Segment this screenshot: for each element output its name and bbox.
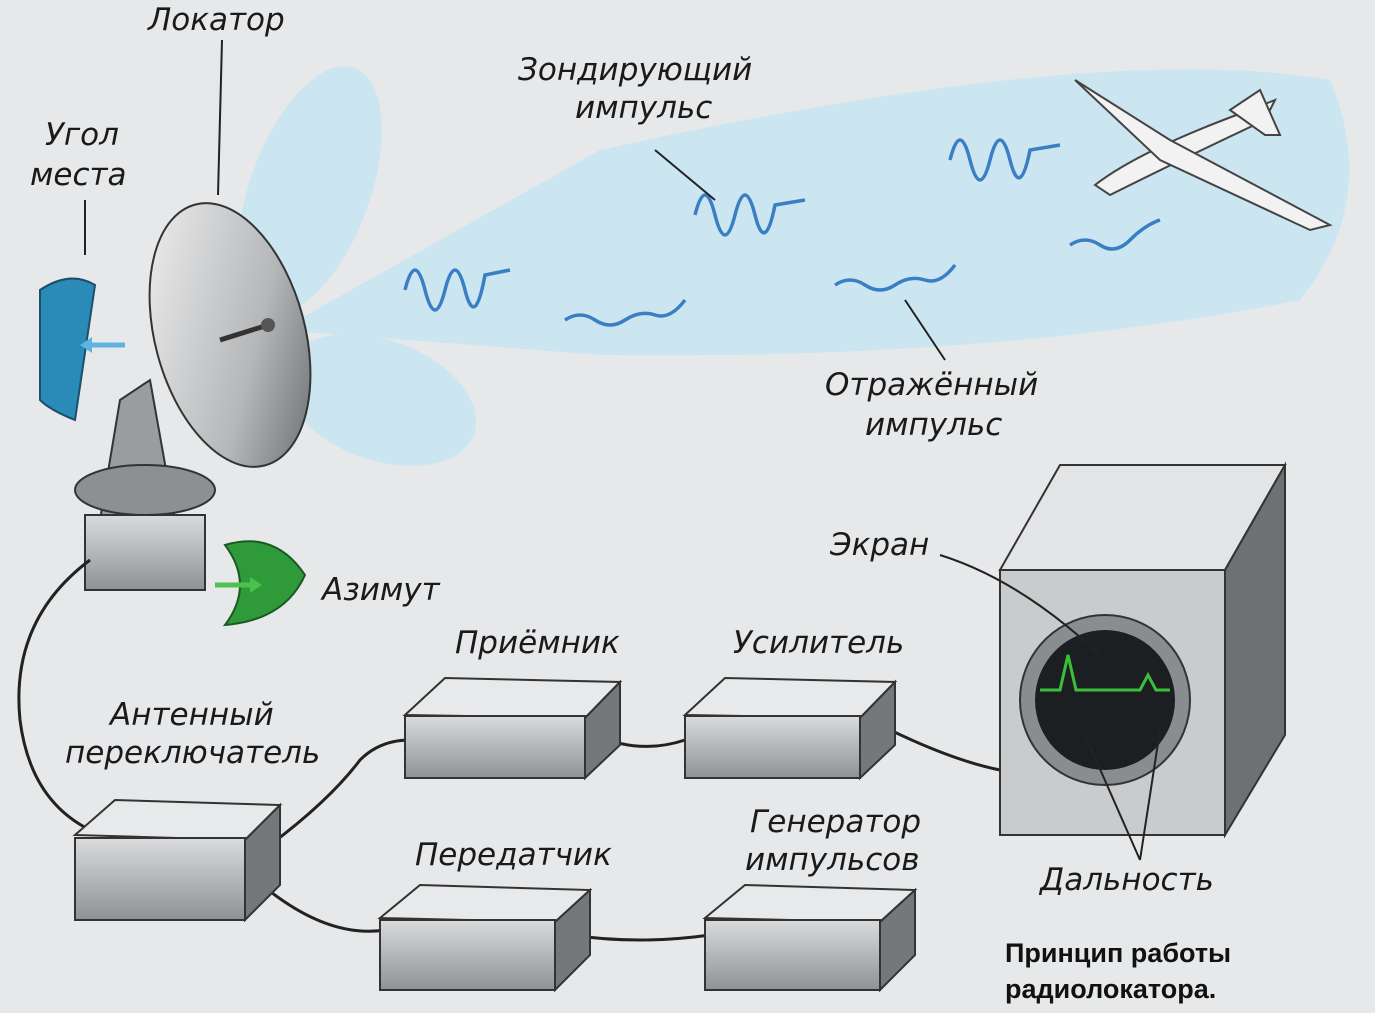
probe-pulse-waves bbox=[403, 138, 1061, 312]
label-pulse-generator-2: импульсов bbox=[745, 842, 920, 878]
label-antenna-switch-1: Антенный bbox=[108, 697, 274, 733]
label-antenna-switch-2: переключатель bbox=[65, 735, 320, 771]
radar-antenna bbox=[74, 202, 312, 591]
amplifier-box bbox=[682, 676, 898, 781]
azimuth-scale bbox=[215, 540, 307, 627]
label-reflected-pulse-2: импульс bbox=[865, 407, 1002, 443]
label-amplifier: Усилитель bbox=[733, 625, 904, 661]
transmitter-box bbox=[377, 883, 593, 993]
label-locator: Локатор bbox=[147, 2, 285, 38]
label-probe-pulse-1: Зондирующий bbox=[518, 52, 752, 88]
caption-line-1: Принцип работы bbox=[1005, 938, 1231, 968]
label-pulse-generator-1: Генератор bbox=[750, 804, 921, 840]
airplane-icon bbox=[1074, 79, 1333, 232]
screen-trace bbox=[1040, 654, 1170, 692]
label-elevation-1: Угол bbox=[45, 117, 119, 153]
leader-lines bbox=[84, 39, 1161, 861]
label-probe-pulse-2: импульс bbox=[575, 90, 712, 126]
receiver-box bbox=[402, 676, 623, 781]
display-monitor bbox=[998, 461, 1287, 839]
label-elevation-2: места bbox=[30, 157, 127, 193]
reflected-pulse-waves bbox=[564, 218, 1161, 327]
label-screen: Экран bbox=[829, 527, 929, 563]
label-range: Дальность bbox=[1038, 862, 1214, 898]
pulse-generator-box bbox=[702, 883, 918, 993]
label-reflected-pulse-1: Отражённый bbox=[825, 367, 1038, 403]
antenna-switch-box bbox=[72, 798, 283, 923]
label-receiver: Приёмник bbox=[455, 625, 620, 661]
caption-line-2: радиолокатора. bbox=[1005, 974, 1216, 1004]
label-transmitter: Передатчик bbox=[415, 837, 612, 873]
label-azimuth: Азимут bbox=[320, 572, 441, 608]
elevation-scale bbox=[39, 277, 125, 422]
